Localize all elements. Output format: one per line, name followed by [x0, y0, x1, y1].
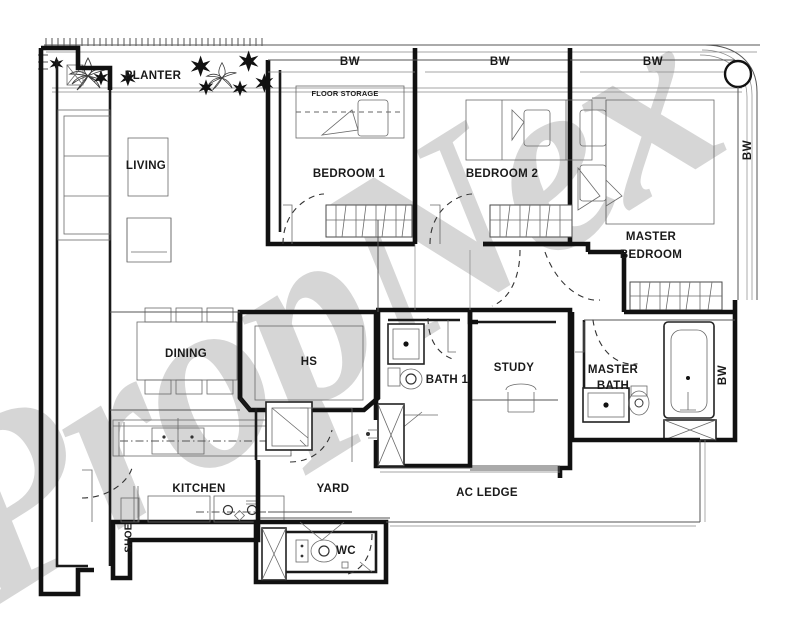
- misc-walls: [110, 220, 471, 411]
- bay-window-labels: BW BW BW BW BW: [340, 56, 754, 385]
- master-bedroom: [544, 59, 753, 315]
- room-labels: PLANTER LIVING DINING KITCHEN SHOE YARD WC HS BA…: [124, 70, 538, 557]
- room-label-master-bath: MASTER BATH: [588, 364, 639, 392]
- bedroom-1: [265, 48, 418, 247]
- label-bw-right-upper: BW: [742, 140, 754, 160]
- room-label-ac-ledge: AC LEDGE: [456, 487, 518, 499]
- room-label-hs: HS: [301, 356, 318, 368]
- room-label-living: LIVING: [126, 160, 166, 172]
- label-bw-right-lower: BW: [717, 365, 729, 385]
- dining: [136, 307, 238, 395]
- room-label-bedroom2: BEDROOM 2: [466, 168, 538, 180]
- room-label-master-bedroom: MASTER BEDROOM: [620, 231, 682, 261]
- room-label-study: STUDY: [494, 362, 535, 374]
- room-label-line: BATH: [597, 380, 629, 392]
- room-label-floor-storage: FLOOR STORAGE: [312, 89, 379, 98]
- room-label-kitchen: KITCHEN: [172, 483, 225, 495]
- master-bath: [569, 312, 735, 443]
- room-label-yard: YARD: [317, 483, 350, 495]
- room-label-bath1: BATH 1: [426, 374, 469, 386]
- label-bw-bedroom1: BW: [340, 56, 360, 68]
- yard: [254, 401, 390, 522]
- room-labels-multiline: MASTER BEDROOM MASTER BATH: [588, 231, 682, 392]
- room-label-dining: DINING: [165, 348, 207, 360]
- room-label-shoe: SHOE: [124, 523, 135, 552]
- living: [57, 109, 172, 263]
- balcony-rail-hatch: [38, 38, 263, 70]
- room-label-line: MASTER: [626, 231, 677, 243]
- room-label-bedroom1: BEDROOM 1: [313, 168, 386, 180]
- label-bw-bedroom2: BW: [490, 56, 510, 68]
- label-bw-master-bedroom: BW: [643, 56, 663, 68]
- room-label-wc: WC: [336, 545, 356, 557]
- room-label-planter: PLANTER: [125, 70, 182, 82]
- ac-ledge: [380, 440, 706, 527]
- room-label-line: MASTER: [588, 364, 639, 376]
- wc: [253, 519, 389, 585]
- room-label-line: BEDROOM: [620, 249, 682, 261]
- bedroom-2: [415, 48, 623, 252]
